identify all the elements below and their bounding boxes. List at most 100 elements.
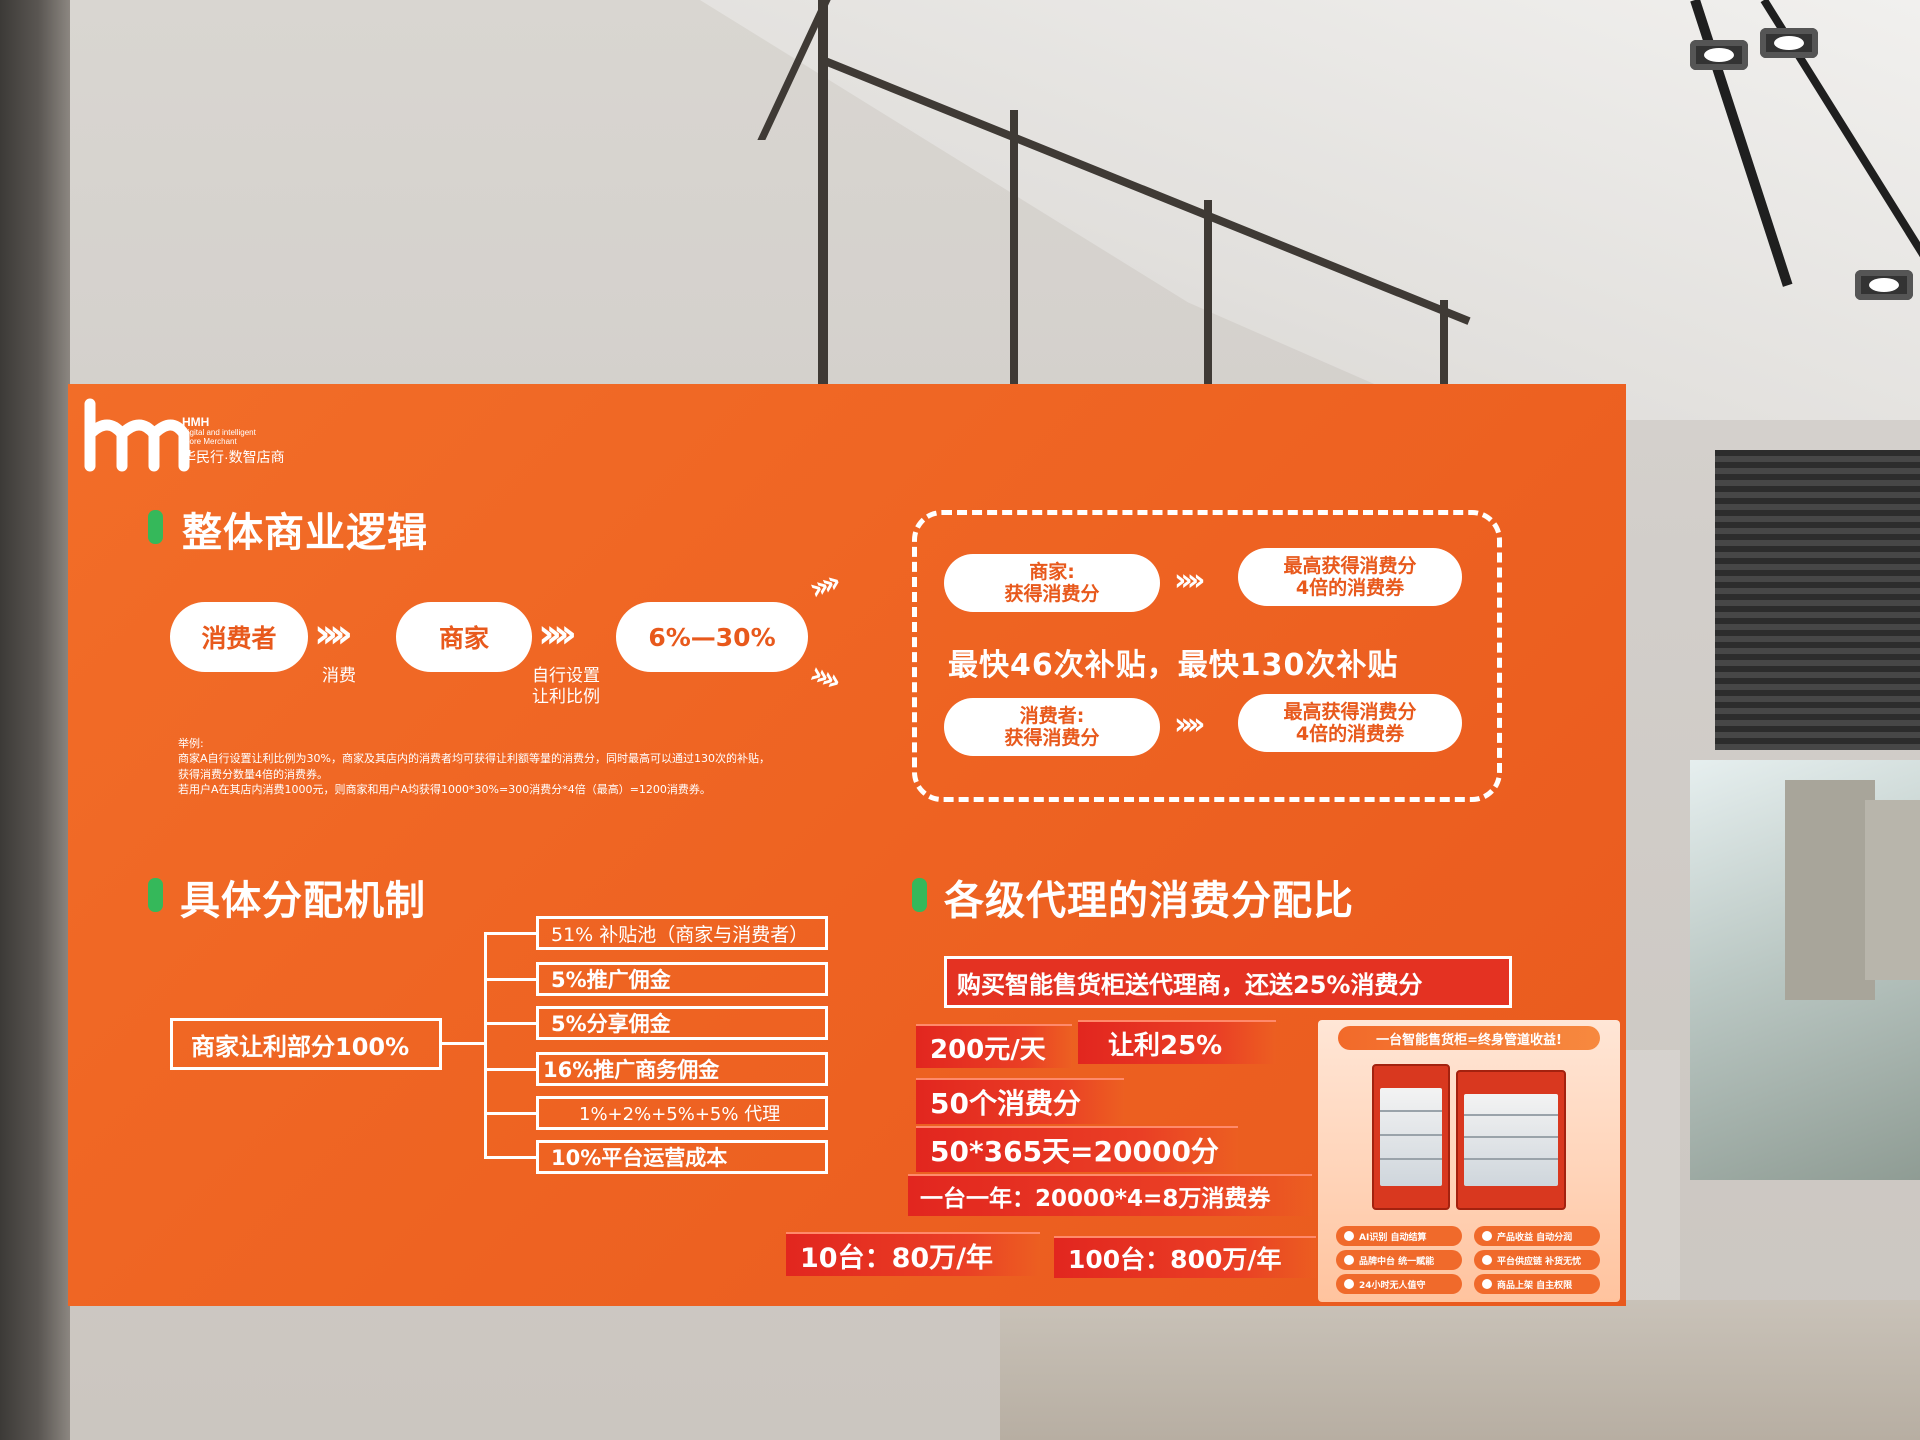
cabinet-shelf bbox=[1380, 1110, 1442, 1112]
tree-connector bbox=[484, 1022, 536, 1025]
vending-cabinet-image bbox=[1456, 1070, 1566, 1210]
window-building bbox=[1865, 800, 1920, 980]
mini-feature-label: 平台供应链 补货无忧 bbox=[1497, 1256, 1582, 1267]
section-marker bbox=[148, 878, 163, 912]
allocation-item: 1%+2%+5%+5% 代理 bbox=[536, 1096, 828, 1130]
mini-feature-label: 商品上架 自主权限 bbox=[1497, 1280, 1573, 1291]
ceiling-spotlight bbox=[1690, 40, 1748, 70]
wall-frame-line bbox=[1010, 110, 1018, 384]
flow-label-consume: 消费 bbox=[322, 666, 356, 686]
tag-hundred-units: 100台：800万/年 bbox=[1054, 1236, 1316, 1278]
box-merchant-line1: 商家: bbox=[1029, 560, 1075, 583]
section2-title: 具体分配机制 bbox=[180, 878, 426, 924]
box-merchant-pill: 商家:获得消费分 bbox=[944, 554, 1160, 612]
ceiling-spotlight bbox=[1855, 270, 1913, 300]
section1-title: 整体商业逻辑 bbox=[182, 510, 428, 556]
mini-feature: 平台供应链 补货无忧 bbox=[1474, 1250, 1600, 1270]
allocation-item: 10%平台运营成本 bbox=[536, 1140, 828, 1174]
cabinet-shelf bbox=[1464, 1158, 1558, 1160]
brand-text: HMH Digital and intelligent Store Mercha… bbox=[182, 416, 372, 464]
feature-icon bbox=[1482, 1255, 1492, 1265]
allocation-root-box: 商家让利部分100% bbox=[170, 1018, 442, 1070]
mini-feature: 产品收益 自动分润 bbox=[1474, 1226, 1600, 1246]
cabinet-glass bbox=[1380, 1088, 1442, 1186]
mini-banner: 一台智能售货柜=终身管道收益! bbox=[1338, 1026, 1600, 1050]
section-marker bbox=[912, 878, 927, 912]
chevron-arrows-down-icon: ›››› bbox=[804, 655, 842, 698]
example-text: 举例: 商家A自行设置让利比例为30%，商家及其店内的消费者均可获得让利额等量的… bbox=[178, 736, 770, 798]
mini-feature: 24小时无人值守 bbox=[1336, 1274, 1462, 1294]
brand-cn: 华民行·数智店商 bbox=[182, 449, 285, 465]
feature-icon bbox=[1482, 1231, 1492, 1241]
chevron-arrows-up-icon: ›››› bbox=[804, 565, 841, 608]
flow-node-consumer: 消费者 bbox=[170, 602, 308, 672]
box-consumer-line1: 消费者: bbox=[1019, 704, 1085, 727]
mini-feature-label: 品牌中台 统一赋能 bbox=[1359, 1256, 1435, 1267]
feature-icon bbox=[1344, 1255, 1354, 1265]
flow-label-set-ratio: 自行设置 让利比例 bbox=[532, 666, 600, 709]
cabinet-shelf bbox=[1464, 1136, 1558, 1138]
tag-profit: 让利25% bbox=[1078, 1020, 1276, 1064]
tag-ten-units: 10台：80万/年 bbox=[786, 1232, 1040, 1276]
feature-icon bbox=[1344, 1231, 1354, 1241]
example-line3: 若用户A在其店内消费1000元，则商家和用户A均获得1000*30%=300消费… bbox=[178, 783, 711, 797]
brand-en-line2: Store Merchant bbox=[182, 437, 237, 446]
box-merchant-result-line1: 最高获得消费分 bbox=[1283, 554, 1417, 577]
flow-node-ratio: 6%—30% bbox=[616, 602, 808, 672]
vending-cabinet-image bbox=[1372, 1064, 1450, 1210]
tree-connector bbox=[484, 1156, 536, 1159]
brand-logo-icon bbox=[84, 398, 190, 472]
wall-frame-line bbox=[1440, 300, 1448, 384]
cabinet-glass bbox=[1464, 1094, 1558, 1186]
section3-title: 各级代理的消费分配比 bbox=[944, 878, 1354, 924]
chevron-arrows-icon: ›››› bbox=[538, 611, 577, 657]
cabinet-shelf bbox=[1380, 1158, 1442, 1160]
tree-connector bbox=[484, 978, 536, 981]
example-heading: 举例: bbox=[178, 737, 204, 750]
example-line2: 获得消费分数量4倍的消费券。 bbox=[178, 767, 328, 781]
box-merchant-line2: 获得消费分 bbox=[1004, 583, 1100, 605]
vending-cabinet-ad: 一台智能售货柜=终身管道收益! AI识别 自动结算 产品收益 自动分润 品牌中台… bbox=[1318, 1020, 1620, 1302]
tree-connector bbox=[484, 1068, 536, 1071]
box-consumer-result-line1: 最高获得消费分 bbox=[1283, 700, 1417, 723]
cabinet-shelf bbox=[1464, 1114, 1558, 1116]
tree-connector bbox=[484, 1112, 536, 1115]
tree-connector bbox=[442, 1042, 486, 1045]
mini-feature-label: 产品收益 自动分润 bbox=[1497, 1232, 1573, 1243]
subsidy-speed-text: 最快46次补贴，最快130次补贴 bbox=[948, 648, 1399, 683]
tag-one-year: 一台一年：20000*4=8万消费券 bbox=[908, 1174, 1312, 1216]
flow-label-set-ratio-line2: 让利比例 bbox=[532, 687, 600, 708]
mini-feature-label: 24小时无人值守 bbox=[1359, 1280, 1426, 1291]
chevron-arrows-icon: ›››› bbox=[314, 611, 353, 657]
brand-en-line1: Digital and intelligent bbox=[182, 428, 256, 437]
orange-poster: HMH Digital and intelligent Store Mercha… bbox=[68, 384, 1626, 1306]
chevron-arrows-icon: ›››› bbox=[1174, 563, 1206, 598]
mini-feature: 品牌中台 统一赋能 bbox=[1336, 1250, 1462, 1270]
box-consumer-pill: 消费者:获得消费分 bbox=[944, 698, 1160, 756]
flow-node-merchant: 商家 bbox=[396, 602, 532, 672]
flow-label-set-ratio-line1: 自行设置 bbox=[532, 666, 600, 686]
section-marker bbox=[148, 510, 163, 544]
allocation-item: 5%分享佣金 bbox=[536, 1006, 828, 1040]
tree-connector bbox=[484, 932, 536, 935]
tag-points: 50个消费分 bbox=[916, 1078, 1124, 1124]
agent-headline-box: 购买智能售货柜送代理商，还送25%消费分 bbox=[944, 956, 1512, 1008]
ceiling-spotlight bbox=[1760, 28, 1818, 58]
wall-frame-line bbox=[1204, 200, 1212, 384]
brand-abbr: HMH bbox=[182, 415, 210, 429]
mini-feature-label: AI识别 自动结算 bbox=[1359, 1232, 1427, 1243]
example-line1: 商家A自行设置让利比例为30%，商家及其店内的消费者均可获得让利额等量的消费分，… bbox=[178, 752, 770, 766]
box-consumer-line2: 获得消费分 bbox=[1004, 727, 1100, 749]
chevron-arrows-icon: ›››› bbox=[1174, 707, 1206, 742]
feature-icon bbox=[1344, 1279, 1354, 1289]
allocation-item: 16%推广商务佣金 bbox=[536, 1052, 828, 1086]
dashed-benefit-box bbox=[912, 510, 1502, 802]
allocation-item: 5%推广佣金 bbox=[536, 962, 828, 996]
window-building bbox=[1785, 780, 1875, 1000]
allocation-item: 51% 补贴池（商家与消费者） bbox=[536, 916, 828, 950]
mini-feature: 商品上架 自主权限 bbox=[1474, 1274, 1600, 1294]
tag-year-calc: 50*365天=20000分 bbox=[916, 1126, 1238, 1172]
box-merchant-result-line2: 4倍的消费券 bbox=[1295, 577, 1405, 599]
